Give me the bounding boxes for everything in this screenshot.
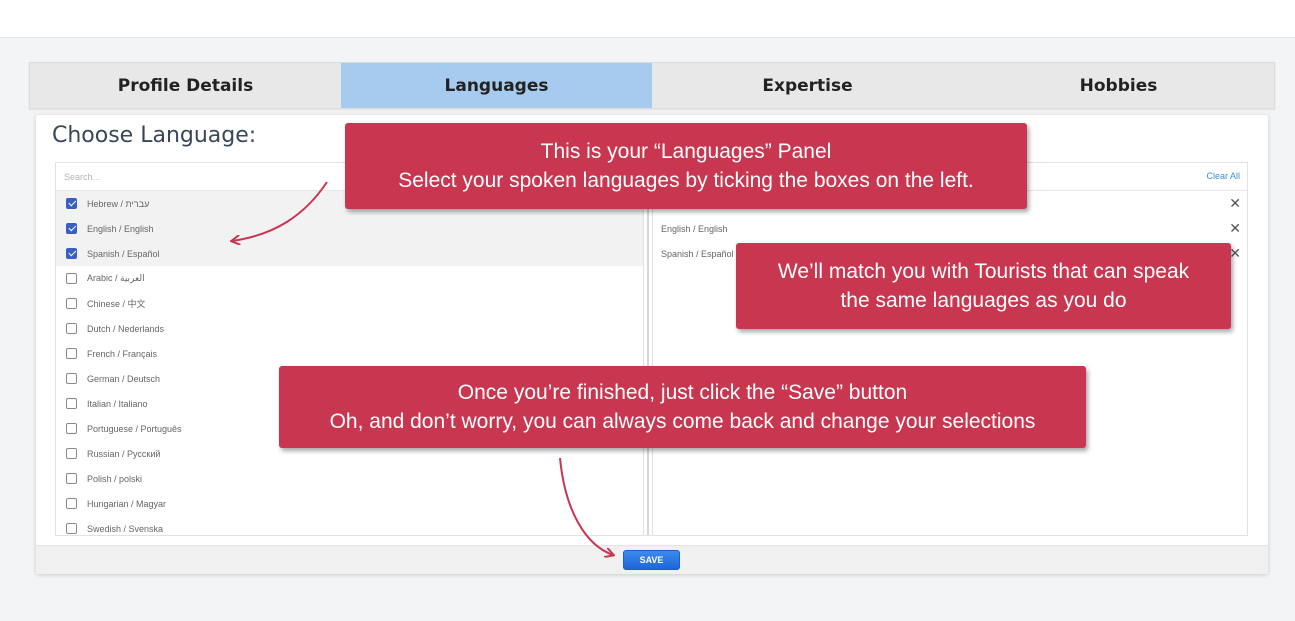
language-label: Polish / polski bbox=[87, 473, 143, 484]
language-label: Portuguese / Português bbox=[87, 423, 182, 434]
selected-language-item: Spanish / Español ✕ bbox=[653, 241, 1247, 266]
callout-line: Once you’re finished, just click the “Sa… bbox=[457, 381, 908, 404]
remove-icon[interactable]: ✕ bbox=[1229, 245, 1241, 261]
selected-languages-pane: Clear All Hebrew / עברית✕English / Engli… bbox=[652, 163, 1247, 535]
checkbox[interactable] bbox=[66, 198, 77, 209]
selected-language-label: Spanish / Español bbox=[661, 248, 734, 259]
language-label: Spanish / Español bbox=[87, 248, 160, 259]
language-label: German / Deutsch bbox=[87, 373, 161, 384]
checkbox[interactable] bbox=[66, 523, 77, 534]
language-option[interactable]: Portuguese / Português bbox=[56, 416, 643, 441]
top-navbar bbox=[0, 0, 1295, 38]
checkbox[interactable] bbox=[66, 223, 77, 234]
checkbox[interactable] bbox=[66, 298, 77, 309]
checkbox[interactable] bbox=[66, 398, 77, 409]
selected-language-item: English / English ✕ bbox=[653, 216, 1247, 241]
language-option[interactable]: English / English bbox=[56, 216, 643, 241]
callout-line: We’ll match you with Tourists that can s… bbox=[777, 260, 1190, 283]
pane-splitter[interactable] bbox=[645, 163, 651, 535]
language-option[interactable]: Italian / Italiano bbox=[56, 391, 643, 416]
language-label: Hebrew / עברית bbox=[87, 198, 150, 209]
tab-expertise[interactable]: Expertise bbox=[762, 75, 853, 96]
language-option[interactable]: Spanish / Español bbox=[56, 241, 643, 266]
language-label: Chinese / 中文 bbox=[87, 299, 146, 309]
page-title: Choose Language: bbox=[52, 123, 257, 148]
language-label: Swedish / Svenska bbox=[87, 523, 164, 534]
selected-language-label: English / English bbox=[661, 223, 728, 234]
language-label: Russian / Русский bbox=[87, 448, 161, 459]
language-option[interactable]: Russian / Русский bbox=[56, 441, 643, 466]
checkbox[interactable] bbox=[66, 473, 77, 484]
save-button[interactable]: SAVE bbox=[623, 550, 680, 570]
language-option[interactable]: Chinese / 中文 bbox=[56, 291, 643, 316]
profile-tabs: Profile Details Languages Expertise Hobb… bbox=[29, 62, 1275, 109]
language-option[interactable]: Hungarian / Magyar bbox=[56, 491, 643, 516]
checkbox[interactable] bbox=[66, 323, 77, 334]
checkbox[interactable] bbox=[66, 373, 77, 384]
callout-line: Oh, and don’t worry, you can always come… bbox=[329, 410, 1036, 433]
language-option[interactable]: Dutch / Nederlands bbox=[56, 316, 643, 341]
checkbox[interactable] bbox=[66, 498, 77, 509]
language-label: English / English bbox=[87, 223, 154, 234]
language-option[interactable]: German / Deutsch bbox=[56, 366, 643, 391]
language-label: French / Français bbox=[87, 348, 158, 359]
language-label: Dutch / Nederlands bbox=[87, 323, 165, 334]
callout-line: This is your “Languages” Panel bbox=[540, 140, 832, 163]
callout-save: Once you’re finished, just click the “Sa… bbox=[279, 366, 1086, 448]
tab-hobbies[interactable]: Hobbies bbox=[1079, 75, 1158, 96]
remove-icon[interactable]: ✕ bbox=[1229, 195, 1241, 211]
callout-matching: We’ll match you with Tourists that can s… bbox=[736, 243, 1231, 329]
language-option[interactable]: Arabic / العربية bbox=[56, 266, 643, 291]
checkbox[interactable] bbox=[66, 448, 77, 459]
callout-line: Select your spoken languages by ticking … bbox=[398, 169, 974, 192]
checkbox[interactable] bbox=[66, 423, 77, 434]
checkbox[interactable] bbox=[66, 348, 77, 359]
callout-line: the same languages as you do bbox=[840, 289, 1127, 312]
remove-icon[interactable]: ✕ bbox=[1229, 220, 1241, 236]
language-option[interactable]: Polish / polski bbox=[56, 466, 643, 491]
language-option[interactable]: French / Français bbox=[56, 341, 643, 366]
language-label: Arabic / العربية bbox=[87, 273, 145, 283]
checkbox[interactable] bbox=[66, 248, 77, 259]
tab-profile-details[interactable]: Profile Details bbox=[117, 75, 254, 96]
callout-languages-panel: This is your “Languages” Panel Select yo… bbox=[345, 123, 1027, 209]
tab-languages[interactable]: Languages bbox=[341, 63, 652, 108]
panel-footer: SAVE bbox=[36, 545, 1268, 574]
clear-all-link[interactable]: Clear All bbox=[1206, 171, 1240, 181]
language-option[interactable]: Swedish / Svenska bbox=[56, 516, 643, 535]
language-label: Italian / Italiano bbox=[87, 398, 148, 409]
language-label: Hungarian / Magyar bbox=[87, 498, 167, 509]
checkbox[interactable] bbox=[66, 273, 77, 284]
